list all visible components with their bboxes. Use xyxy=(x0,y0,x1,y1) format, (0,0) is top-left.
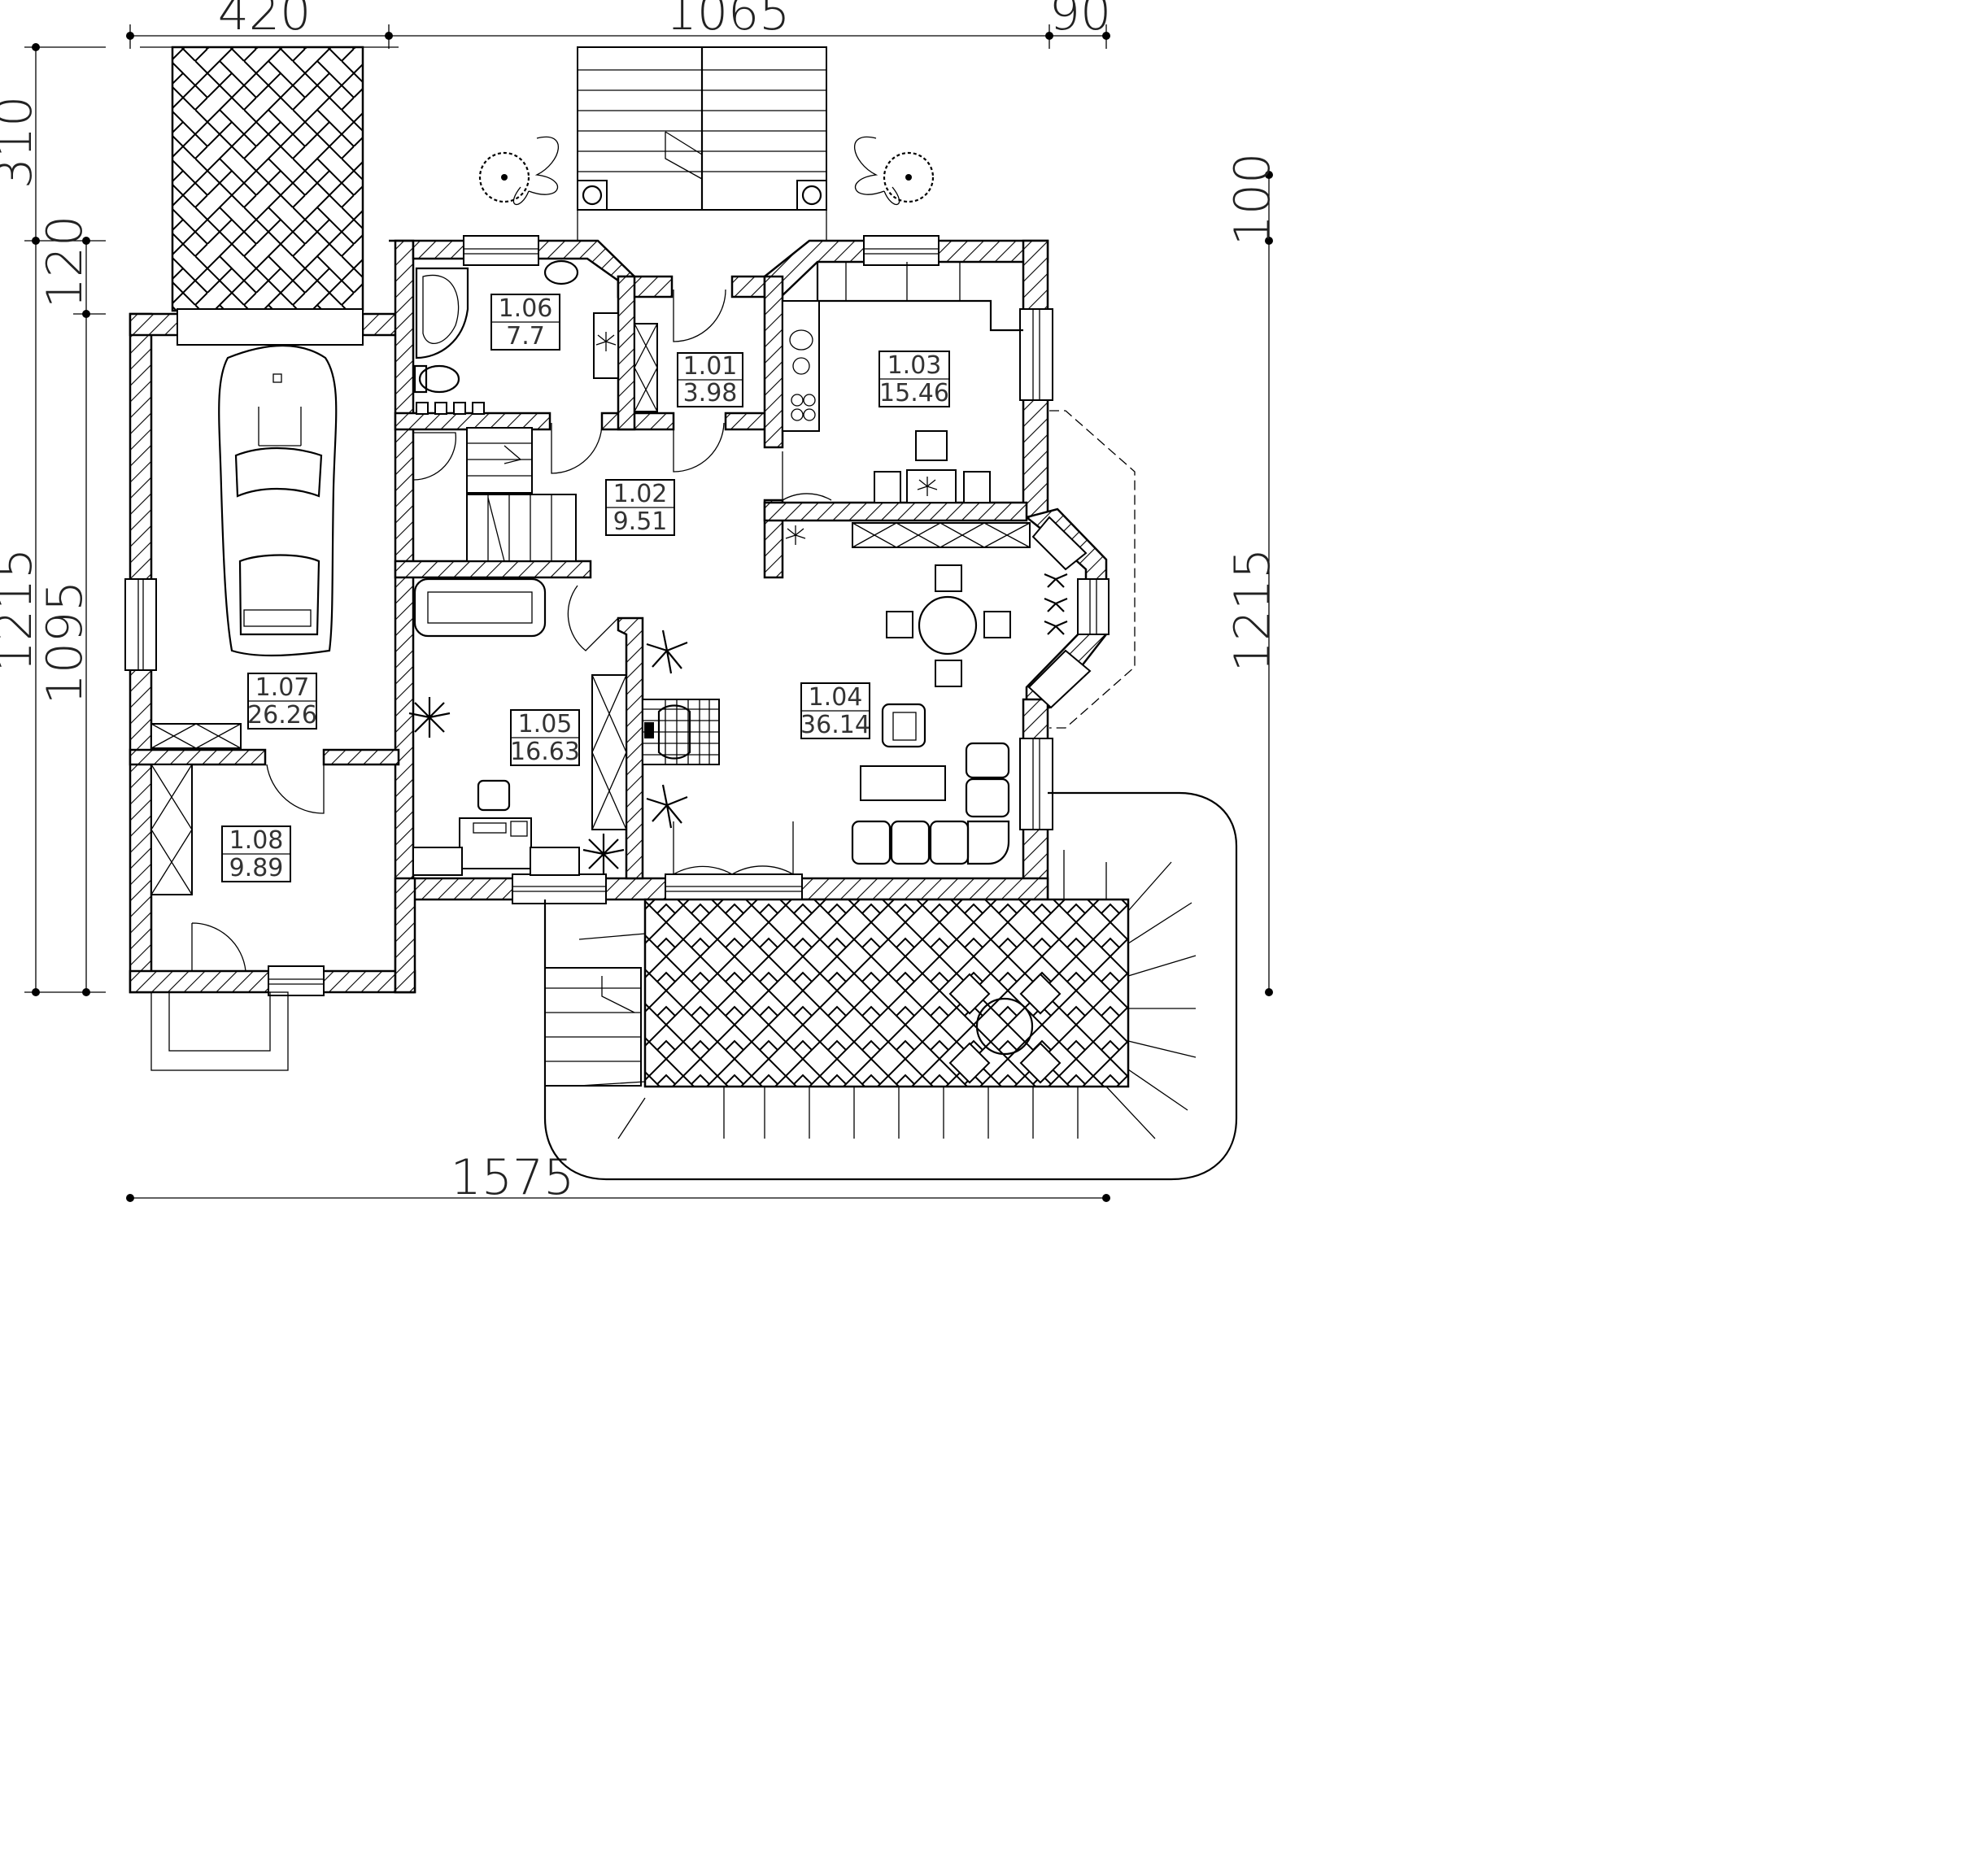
room-id: 1.08 xyxy=(229,826,284,855)
room-label-1.03: 1.03 15.46 xyxy=(878,351,950,407)
staircase xyxy=(466,427,577,562)
room-id: 1.02 xyxy=(613,480,668,508)
room-area: 15.46 xyxy=(879,379,949,407)
entry-stairs xyxy=(577,46,827,241)
sink-icon xyxy=(543,259,579,285)
dim-top-3: 90 xyxy=(1049,0,1111,41)
room-label-1.04: 1.04 36.14 xyxy=(800,682,870,739)
shrub-right-icon xyxy=(853,136,935,206)
dining-table-set xyxy=(886,564,1011,687)
room-area: 7.7 xyxy=(506,322,545,351)
dim-right-1: 100 xyxy=(1224,153,1281,246)
dimension-lines xyxy=(24,24,1273,1202)
terrace xyxy=(543,791,1238,1181)
room-area: 9.51 xyxy=(613,507,668,536)
living-cabinets xyxy=(852,522,1031,548)
room-id: 1.06 xyxy=(499,294,553,323)
car-icon xyxy=(218,344,338,657)
sofa-icon xyxy=(851,742,1010,865)
coffee-table xyxy=(860,765,946,801)
room-area: 9.89 xyxy=(229,854,284,882)
room-label-1.05: 1.05 16.63 xyxy=(510,709,580,766)
palm-icon xyxy=(408,573,1068,874)
plant-icon xyxy=(595,332,938,545)
dim-left-inner-2: 1095 xyxy=(37,581,94,705)
driveway-paving xyxy=(171,46,364,312)
room-area: 26.26 xyxy=(247,701,317,730)
room-id: 1.03 xyxy=(887,351,942,380)
room-id: 1.01 xyxy=(683,352,738,381)
desk-icon xyxy=(412,779,580,876)
shrub-left-icon xyxy=(478,136,560,206)
dim-top-2: 1065 xyxy=(666,0,791,41)
dim-right-2: 1215 xyxy=(1224,548,1281,673)
dim-top-1: 420 xyxy=(218,0,312,41)
dim-left-outer-1: 310 xyxy=(0,96,43,189)
room-label-1.07: 1.07 26.26 xyxy=(247,673,317,730)
room-id: 1.07 xyxy=(255,673,310,702)
room-label-1.06: 1.06 7.7 xyxy=(490,294,560,351)
bathtub-icon xyxy=(415,267,469,359)
entry-porch xyxy=(150,991,289,1071)
kitchen-sink-icon xyxy=(789,329,813,375)
windows xyxy=(124,235,1110,996)
closet xyxy=(634,323,658,412)
kitchen-dining-set xyxy=(874,430,991,503)
room-label-1.02: 1.02 9.51 xyxy=(605,479,675,536)
study-bookcase xyxy=(591,674,627,830)
stove-icon xyxy=(791,394,816,421)
garage-shelf xyxy=(150,723,242,895)
room-id: 1.05 xyxy=(518,710,573,738)
bay-projection xyxy=(1049,410,1136,729)
room-area: 36.14 xyxy=(800,711,870,739)
fireplace-icon xyxy=(642,699,720,765)
room-area: 16.63 xyxy=(510,738,580,766)
kitchen-counter xyxy=(782,262,1023,432)
room-id: 1.04 xyxy=(809,683,863,712)
toilet-icon xyxy=(413,364,460,394)
room-label-1.01: 1.01 3.98 xyxy=(677,352,743,407)
armchair-icon xyxy=(881,703,926,748)
doors xyxy=(191,289,832,972)
room-area: 3.98 xyxy=(683,379,738,407)
garage-door xyxy=(177,308,364,346)
dim-left-inner-1: 120 xyxy=(37,216,94,309)
study-sofa xyxy=(413,577,547,638)
dim-bottom: 1575 xyxy=(451,1149,575,1206)
room-label-1.08: 1.08 9.89 xyxy=(221,825,291,882)
dim-left-outer-2: 1215 xyxy=(0,548,43,673)
